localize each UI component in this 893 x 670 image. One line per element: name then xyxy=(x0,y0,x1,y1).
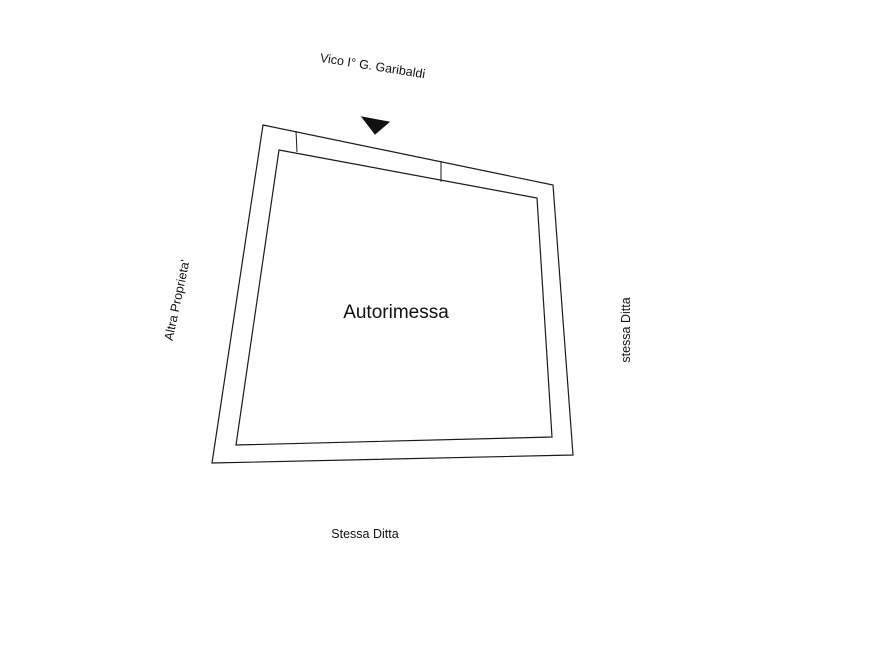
south-boundary-label: Stessa Ditta xyxy=(331,527,398,541)
door-jamb-left xyxy=(295,130,298,153)
outer-wall xyxy=(211,124,574,464)
inner-wall xyxy=(235,149,553,446)
room-label: Autorimessa xyxy=(343,302,449,323)
east-boundary-label: stessa Ditta xyxy=(619,297,633,362)
entrance-arrow-icon xyxy=(360,116,391,135)
